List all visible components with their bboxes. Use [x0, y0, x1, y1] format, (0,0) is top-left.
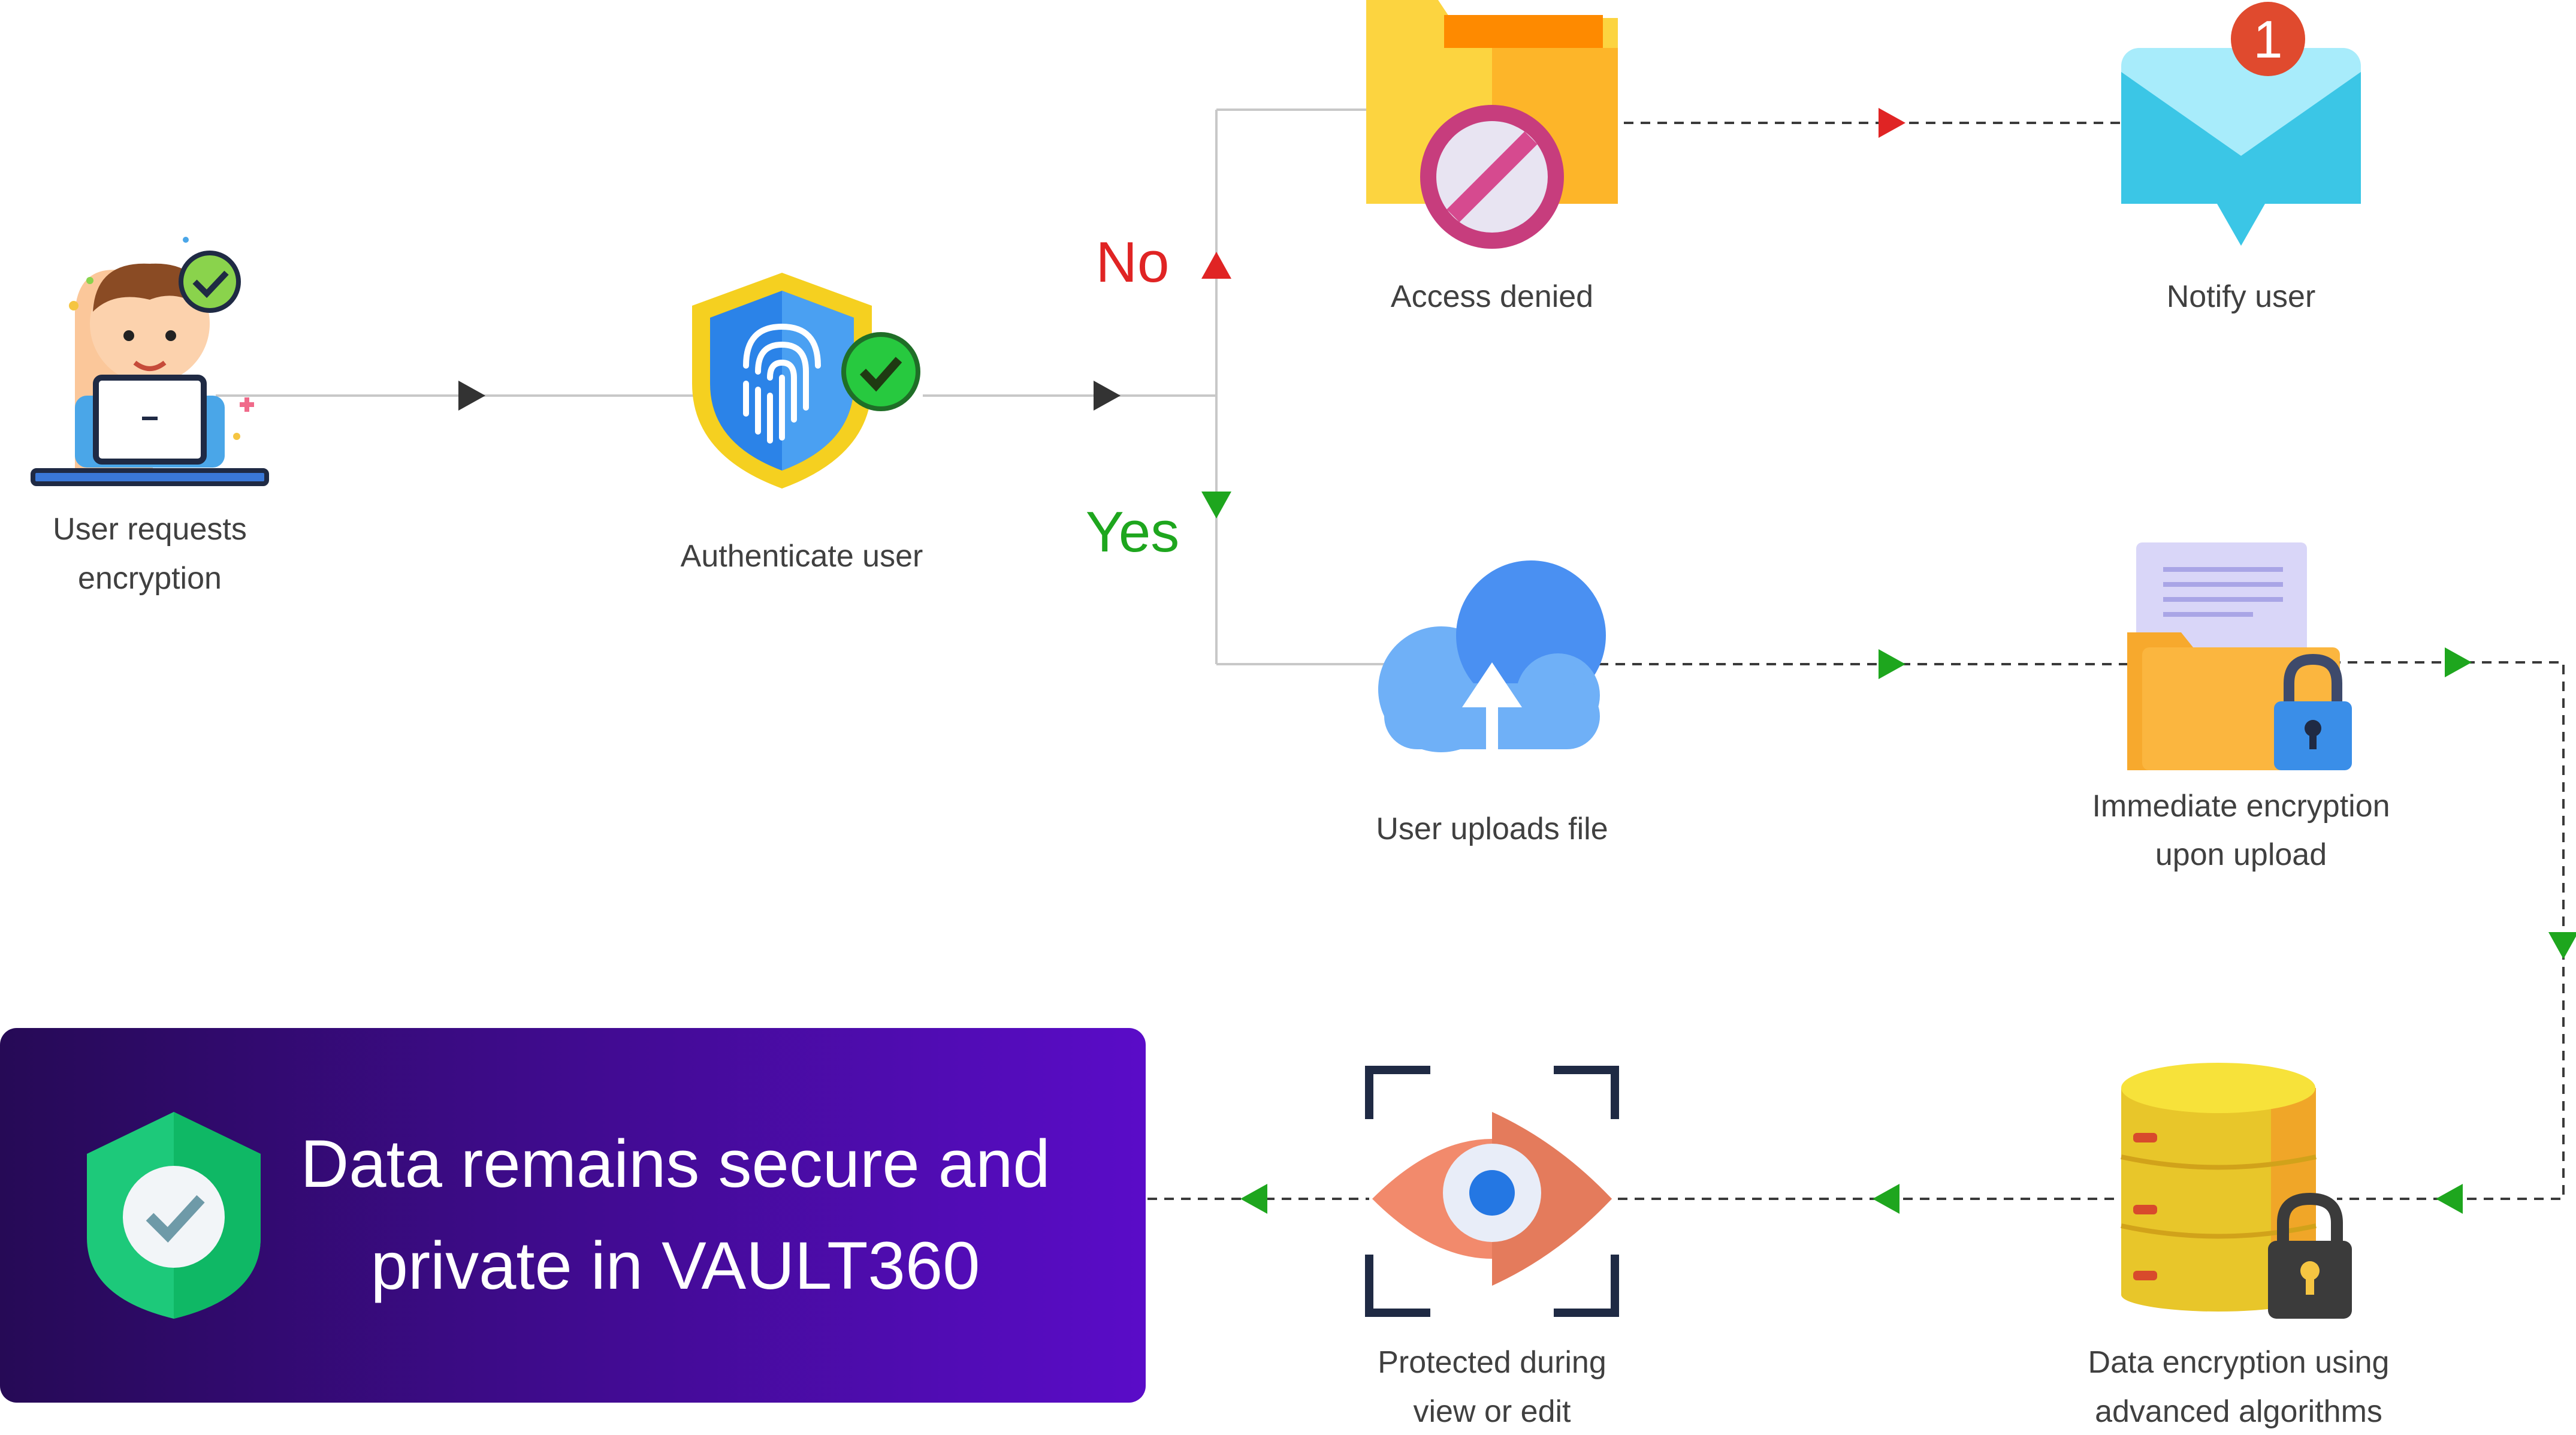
label-notify-user: Notify user: [2167, 279, 2316, 314]
label-immediate-encryption-1: Immediate encryption: [2092, 789, 2390, 824]
label-data-encryption-2: advanced algorithms: [2095, 1394, 2382, 1429]
arrow-right-icon: [2445, 647, 2472, 677]
arrow-right-icon: [1094, 381, 1121, 411]
user-laptop-icon: [31, 237, 269, 486]
denied-folder-icon: [1366, 0, 1618, 249]
label-data-encryption-1: Data encryption using: [2088, 1345, 2390, 1380]
node-uploads-file: User uploads file: [1376, 560, 1608, 846]
banner-text-line1: Data remains secure and: [300, 1126, 1050, 1201]
branch-yes-label: Yes: [1086, 500, 1180, 564]
secure-shield-icon: [87, 1112, 261, 1319]
node-protected: Protected during view or edit: [1365, 1066, 1619, 1429]
arrow-left-icon: [1240, 1184, 1267, 1214]
node-user-requests: User requests encryption: [31, 237, 269, 596]
label-protected-1: Protected during: [1378, 1345, 1606, 1380]
mail-notification-icon: 1: [2121, 2, 2361, 246]
arrow-up-icon: [1201, 252, 1231, 279]
banner-text-line2: private in VAULT360: [371, 1228, 980, 1303]
node-immediate-encryption: Immediate encryption upon upload: [2092, 542, 2390, 872]
arrow-right-icon: [1879, 649, 1905, 679]
branch-no-label: No: [1096, 230, 1170, 294]
badge-count: 1: [2254, 10, 2283, 69]
cloud-upload-icon: [1378, 560, 1606, 755]
arrow-right-icon: [458, 381, 485, 411]
node-access-denied: Access denied: [1366, 0, 1618, 314]
label-authenticate: Authenticate user: [681, 539, 923, 574]
arrow-left-icon: [1873, 1184, 1899, 1214]
label-user-requests-1: User requests: [53, 512, 247, 547]
node-data-encryption: Data encryption using advanced algorithm…: [2088, 1063, 2390, 1429]
arrow-down-icon: [2548, 932, 2576, 959]
connector-encrypt-database: [2331, 661, 2565, 1200]
node-notify-user: 1 Notify user: [2121, 2, 2361, 314]
arrow-left-icon: [2436, 1184, 2463, 1214]
locked-document-folder-icon: [2127, 542, 2352, 770]
fingerprint-shield-icon: [692, 273, 920, 489]
label-uploads-file: User uploads file: [1376, 812, 1608, 846]
arrow-down-icon: [1201, 492, 1231, 518]
label-access-denied: Access denied: [1391, 279, 1593, 314]
eye-scan-icon: [1365, 1066, 1619, 1317]
arrow-right-icon: [1879, 108, 1905, 138]
label-user-requests-2: encryption: [78, 561, 222, 596]
connectors: [216, 108, 2576, 1214]
node-authenticate: Authenticate user: [681, 273, 923, 574]
secure-banner: Data remains secure and private in VAULT…: [0, 1028, 1146, 1403]
label-protected-2: view or edit: [1414, 1394, 1572, 1429]
locked-database-icon: [2121, 1063, 2352, 1319]
label-immediate-encryption-2: upon upload: [2155, 837, 2327, 872]
